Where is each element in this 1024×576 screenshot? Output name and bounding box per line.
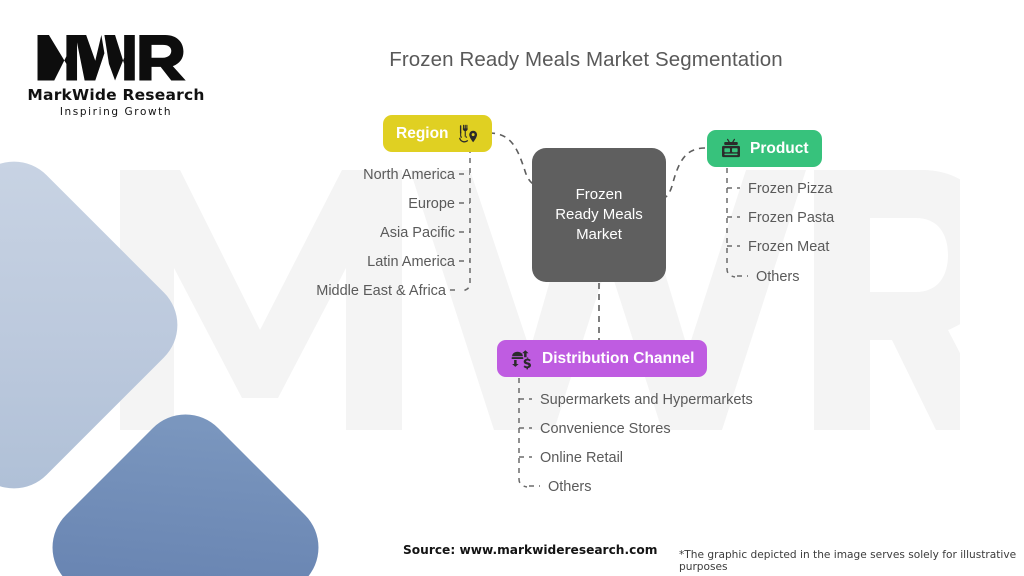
brand-tagline: Inspiring Growth [59, 106, 173, 118]
source-credit: Source: www.markwideresearch.com [403, 543, 658, 557]
mwr-logo-icon [37, 34, 186, 81]
leaf-distribution-1: Convenience Stores [540, 421, 671, 437]
leaf-product-2: Frozen Meat [748, 239, 830, 255]
leaf-region-0: North America [363, 167, 455, 183]
leaf-distribution-0: Supermarkets and Hypermarkets [540, 392, 753, 408]
center-node-line-1: Frozen [575, 185, 623, 203]
page-title: Frozen Ready Meals Market Segmentation [389, 48, 783, 71]
leaf-product-1: Frozen Pasta [748, 210, 835, 226]
branch-badge-region[interactable]: Region [383, 115, 492, 152]
exchange-dollar-icon [510, 347, 533, 370]
leaf-product-3: Others [756, 269, 800, 285]
brand-name: MarkWide Research [27, 86, 205, 104]
center-node-line-3: Market [576, 226, 622, 244]
branch-label-region: Region [396, 124, 449, 142]
center-node-line-2: Ready Meals [555, 205, 643, 223]
package-box-icon [720, 138, 742, 160]
branch-label-distribution-channel: Distribution Channel [542, 349, 695, 367]
branch-badge-distribution-channel[interactable]: Distribution Channel [497, 340, 708, 377]
leaf-product-0: Frozen Pizza [748, 181, 833, 197]
leaf-region-1: Europe [408, 196, 455, 212]
leaf-distribution-3: Others [548, 479, 592, 495]
leaf-region-3: Latin America [367, 254, 455, 270]
branch-badge-product[interactable]: Product [707, 130, 822, 167]
branch-label-product: Product [750, 139, 809, 157]
cutlery-location-pin-icon [457, 123, 479, 145]
center-node: Frozen Ready Meals Market [532, 148, 666, 282]
disclaimer-note: *The graphic depicted in the image serve… [679, 549, 1017, 573]
leaf-region-2: Asia Pacific [380, 225, 455, 241]
brand-logo: MarkWide Research Inspiring Growth [26, 30, 206, 118]
leaf-region-4: Middle East & Africa [316, 283, 446, 299]
leaf-distribution-2: Online Retail [540, 450, 624, 466]
